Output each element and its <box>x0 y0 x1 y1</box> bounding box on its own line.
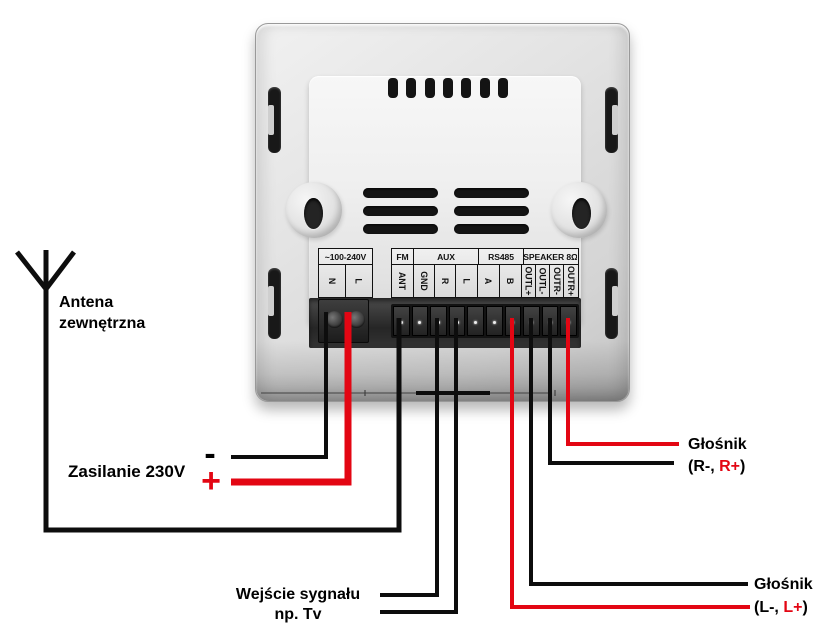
terminal-label-n: N <box>326 277 337 285</box>
plus-sign: + <box>201 462 221 500</box>
speaker-left-label: Głośnik (L-, L+) <box>754 576 813 616</box>
mount-slot-bottom-left <box>268 268 281 339</box>
power-header: ~100-240V <box>324 251 367 262</box>
vent-slat <box>363 206 438 216</box>
vent-slat <box>454 224 529 234</box>
terminal-label-l: L <box>353 278 364 284</box>
io-label-strip: FM AUX RS485 SPEAKER 8Ω ANT GND R L A B … <box>391 248 579 298</box>
terminal-label-r: R <box>440 277 451 285</box>
power-terminal-block <box>318 299 369 343</box>
terminal-label-outr-minus: OUTR- <box>551 267 562 295</box>
terminal-label-b: B <box>505 277 516 285</box>
mount-slot-notch <box>268 286 274 316</box>
screw-hole-left <box>304 198 323 229</box>
vent-slot <box>498 78 508 98</box>
mount-slot-bottom-right <box>605 268 618 339</box>
group-header-fm: FM <box>392 249 414 264</box>
terminal-screw <box>326 311 343 328</box>
antenna-label: Antena zewnętrzna <box>59 294 146 332</box>
terminal-pin <box>504 306 522 336</box>
mount-slot-notch <box>612 286 618 316</box>
plate-seam <box>261 390 556 396</box>
signal-input-label: Wejście sygnału np. Tv <box>235 586 361 623</box>
group-header-speaker: SPEAKER 8Ω <box>524 251 577 262</box>
terminal-label-ant: ANT <box>397 271 408 291</box>
terminal-label-outr-plus: OUTR+ <box>565 265 576 297</box>
vent-slot <box>443 78 453 98</box>
mount-slot-notch <box>612 105 618 135</box>
io-terminal-block <box>391 304 579 338</box>
group-header-rs485: RS485 <box>479 249 524 264</box>
vent-slot <box>461 78 471 98</box>
antenna-arms-icon <box>15 250 76 291</box>
mount-slot-notch <box>268 105 274 135</box>
power-label: Zasilanie 230V <box>68 462 186 481</box>
mount-slot-top-left <box>268 87 281 153</box>
terminal-pin <box>411 306 429 336</box>
vent-slot <box>406 78 416 98</box>
terminal-label-a: A <box>483 277 494 285</box>
seam-notch <box>554 390 556 396</box>
terminal-label-outl-minus: OUTL- <box>537 267 548 295</box>
terminal-pin <box>541 306 559 336</box>
device-back-plate: ~100-240V N L FM AUX RS485 SPEAKER 8Ω AN… <box>255 23 630 402</box>
group-header-aux: AUX <box>414 249 479 264</box>
terminal-label-outl-plus: OUTL+ <box>523 266 534 296</box>
terminal-screw <box>348 311 365 328</box>
vent-slot <box>388 78 398 98</box>
terminal-pin <box>560 306 577 336</box>
vent-slot <box>480 78 490 98</box>
terminal-pin <box>523 306 540 336</box>
seam-notch <box>364 390 366 396</box>
screw-hole-right <box>572 198 591 229</box>
vent-slat <box>363 188 438 198</box>
minus-sign: - <box>204 435 216 473</box>
vent-slat <box>363 224 438 234</box>
mount-slot-top-right <box>605 87 618 153</box>
terminal-pin <box>467 306 484 336</box>
terminal-pin <box>448 306 466 336</box>
speaker-right-label: Głośnik (R-, R+) <box>688 436 747 475</box>
power-label-strip: ~100-240V N L <box>318 248 373 298</box>
terminal-pin <box>485 306 503 336</box>
vent-slat <box>454 206 529 216</box>
terminal-label-l: L <box>461 278 472 284</box>
vent-slot <box>425 78 435 98</box>
terminal-pin <box>430 306 447 336</box>
terminal-pin <box>393 306 410 336</box>
vent-slat <box>454 188 529 198</box>
terminal-label-gnd: GND <box>418 271 429 291</box>
